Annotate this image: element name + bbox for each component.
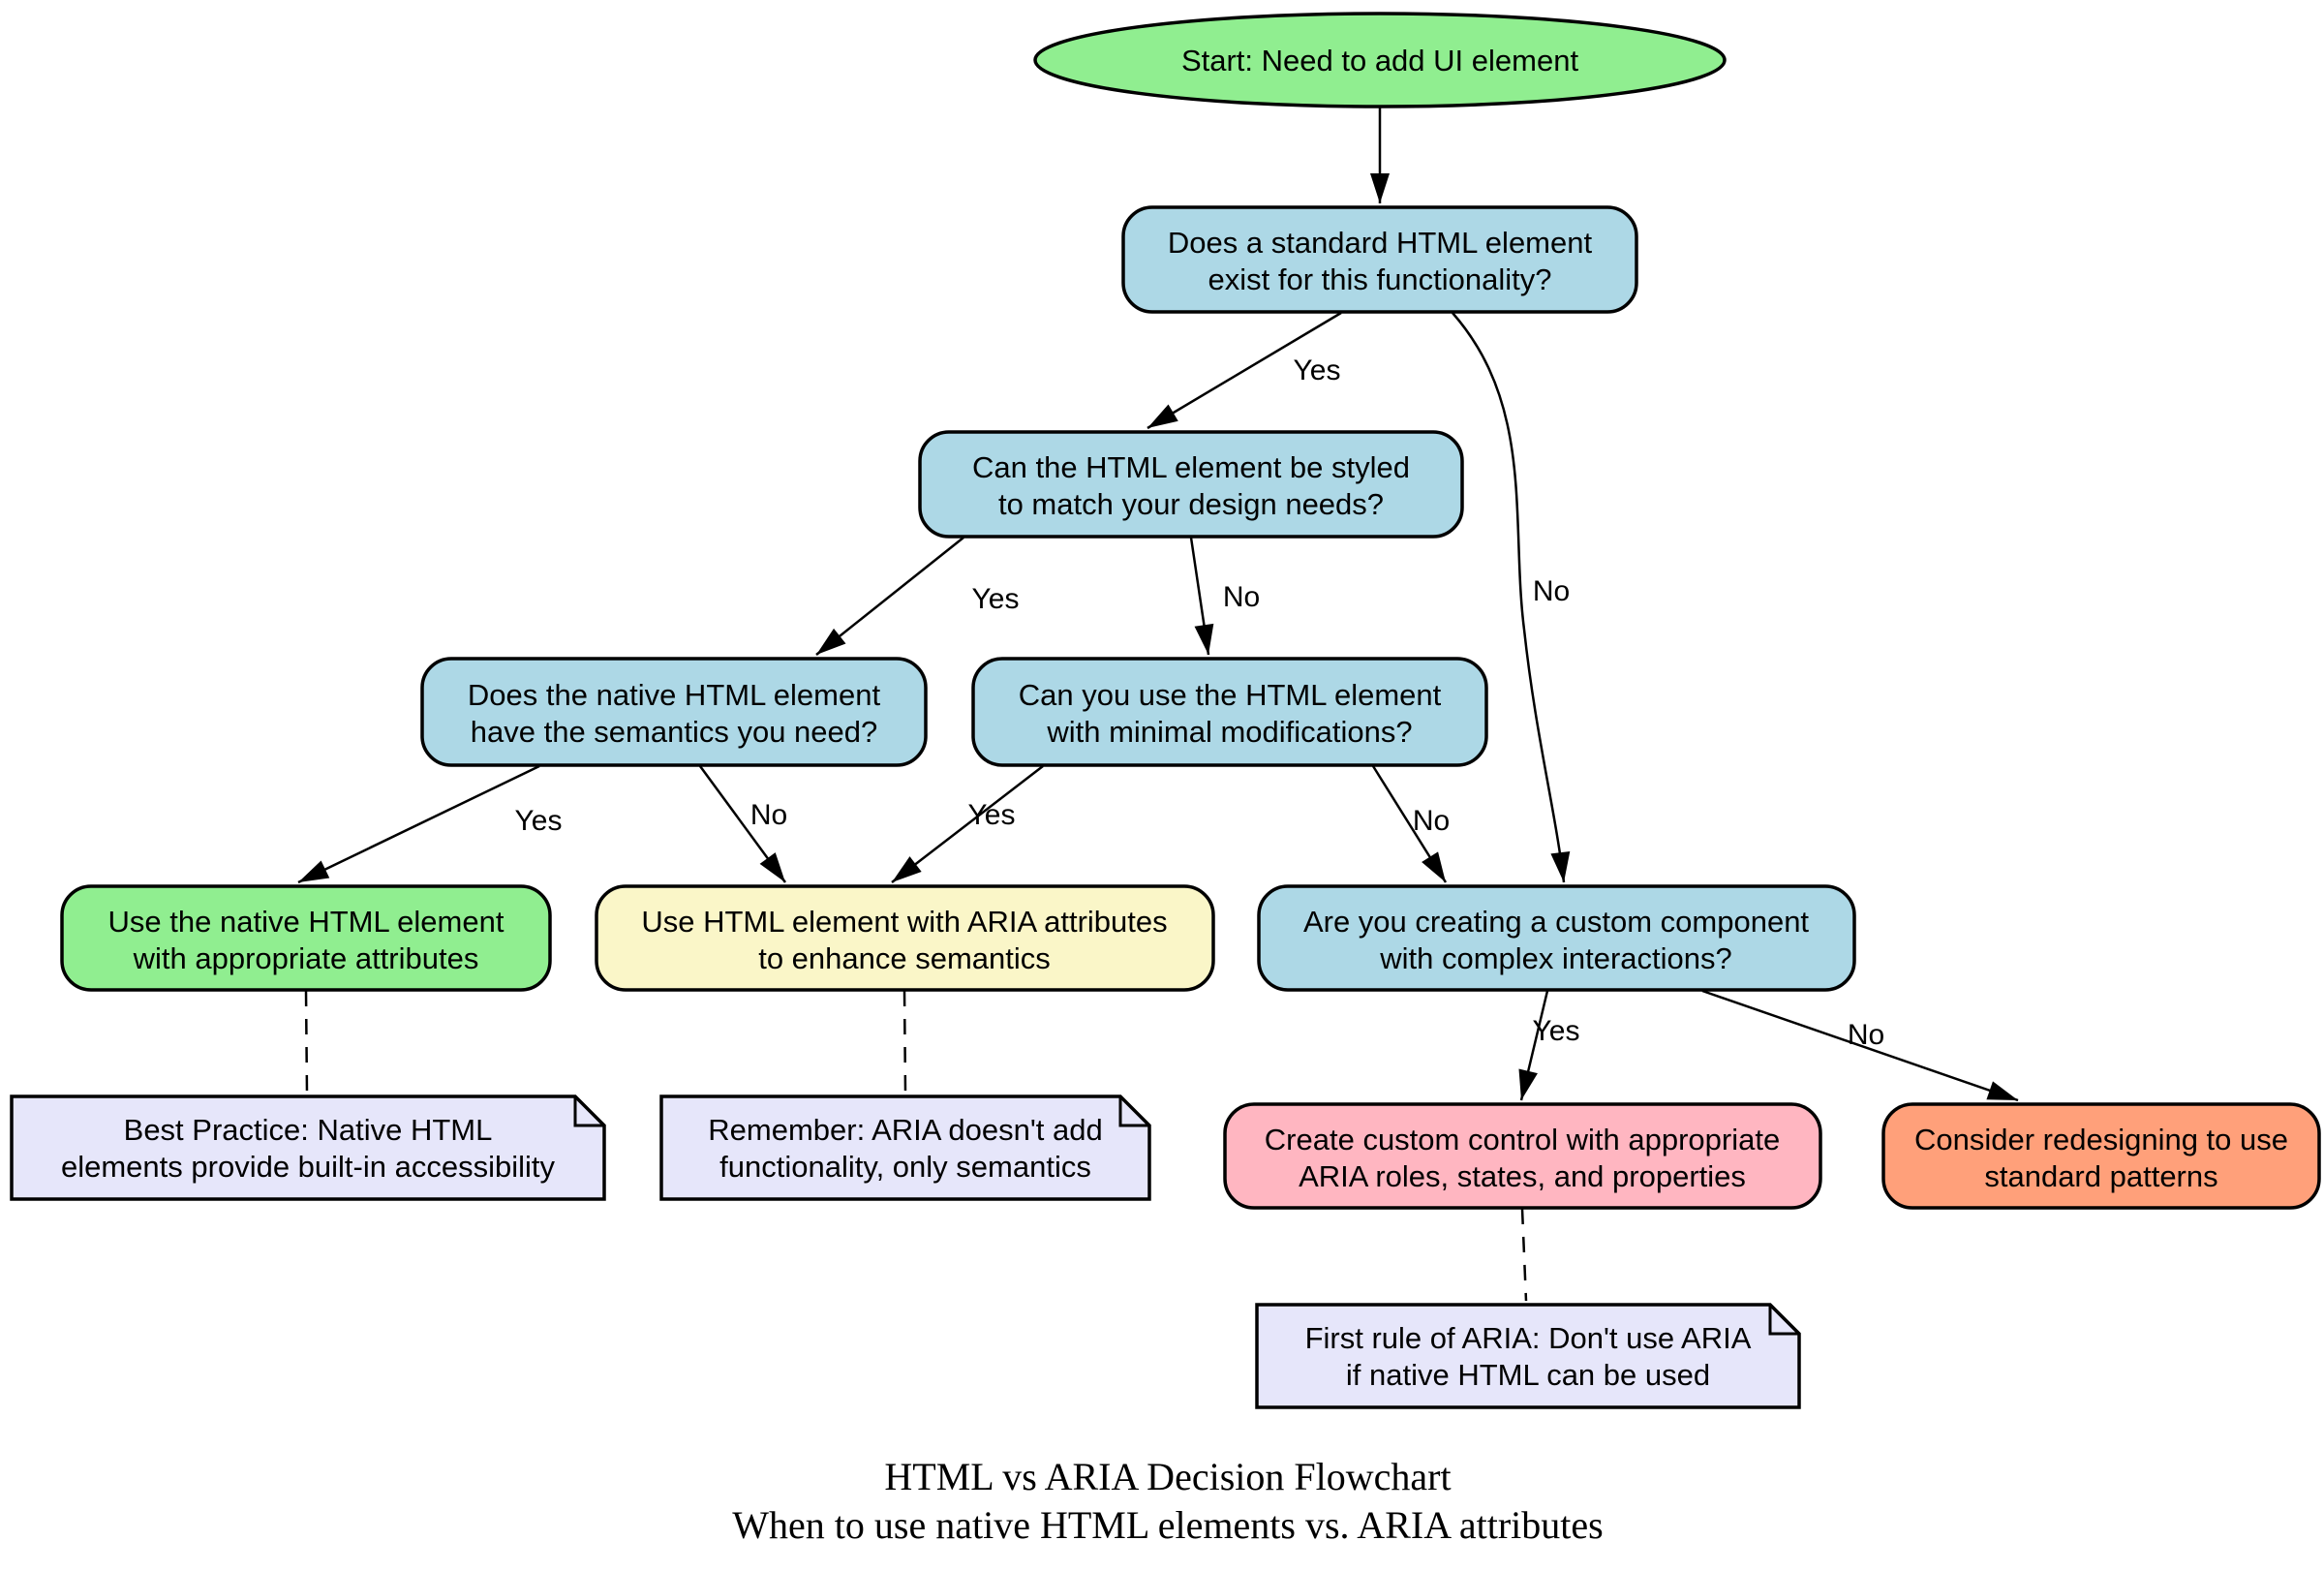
create-custom-line1: Create custom control with appropriate [1265, 1123, 1780, 1156]
note-remember-line1: Remember: ARIA doesn't add [708, 1113, 1102, 1147]
create-custom-line2: ARIA roles, states, and properties [1299, 1159, 1746, 1193]
use-aria-box [595, 884, 1215, 992]
q-custom-component-line1: Are you creating a custom component [1303, 905, 1809, 939]
start-label: Start: Need to add UI element [1181, 44, 1579, 77]
note-remember-line2: functionality, only semantics [719, 1150, 1091, 1184]
q-standard-exists-line2: exist for this functionality? [1208, 262, 1552, 296]
diagram-title-line2: When to use native HTML elements vs. ARI… [732, 1503, 1603, 1547]
redesign-box [1881, 1102, 2321, 1210]
q-semantics-line2: have the semantics you need? [471, 715, 878, 749]
q-standard-exists-line1: Does a standard HTML element [1168, 226, 1593, 260]
note-fold-icon [1118, 1096, 1149, 1127]
edge-style-no [1189, 537, 1214, 656]
edge-custom-yes [1518, 990, 1549, 1101]
edge-custom-no [1701, 989, 2019, 1102]
edge-style-yes [815, 537, 964, 656]
edge-label-style-no: No [1223, 581, 1260, 613]
q-minimal-mods-line2: with minimal modifications? [1046, 715, 1412, 749]
edge-label-style-yes: Yes [972, 583, 1020, 615]
node-q-custom-component: Are you creating a custom component with… [1257, 884, 1856, 992]
node-q-semantics: Does the native HTML element have the se… [420, 657, 928, 767]
note-best-practice: Best Practice: Native HTML elements prov… [10, 1094, 606, 1201]
node-use-aria: Use HTML element with ARIA attributes to… [595, 884, 1215, 992]
use-aria-line1: Use HTML element with ARIA attributes [641, 905, 1167, 939]
q-semantics-line1: Does the native HTML element [468, 678, 881, 712]
redesign-line2: standard patterns [1984, 1159, 2217, 1193]
use-native-line2: with appropriate attributes [133, 941, 479, 975]
q-can-style-line1: Can the HTML element be styled [972, 450, 1410, 484]
edge-label-standard-yes: Yes [1294, 354, 1341, 386]
q-standard-exists-box [1121, 205, 1638, 314]
start-ellipse [1033, 12, 1727, 108]
node-create-custom: Create custom control with appropriate A… [1223, 1102, 1822, 1210]
note-best-practice-line2: elements provide built-in accessibility [61, 1150, 556, 1184]
edge-semantics-yes [297, 764, 540, 884]
edge-semantics-no [698, 765, 787, 883]
node-q-standard-exists: Does a standard HTML element exist for t… [1121, 205, 1638, 314]
diagram-title-line1: HTML vs ARIA Decision Flowchart [884, 1455, 1451, 1498]
q-minimal-mods-box [971, 657, 1488, 767]
note-best-practice-shape [10, 1094, 606, 1201]
edge-minimal-no [1371, 765, 1448, 883]
edge-custom-to-note [1520, 1208, 1528, 1302]
q-custom-component-box [1257, 884, 1856, 992]
q-semantics-box [420, 657, 928, 767]
use-aria-line2: to enhance semantics [758, 941, 1051, 975]
edge-label-custom-no: No [1848, 1019, 1884, 1051]
q-can-style-box [918, 430, 1464, 539]
q-can-style-line2: to match your design needs? [998, 487, 1384, 521]
edge-label-semantics-no: No [750, 799, 787, 831]
q-minimal-mods-line1: Can you use the HTML element [1019, 678, 1442, 712]
edge-label-standard-no: No [1533, 575, 1570, 607]
node-start: Start: Need to add UI element [1033, 12, 1727, 108]
edge-standard-yes [1147, 311, 1342, 430]
edge-label-custom-yes: Yes [1533, 1015, 1580, 1047]
edge-aria-to-note [902, 990, 907, 1094]
edge-label-minimal-yes: Yes [968, 799, 1016, 831]
note-first-rule-line2: if native HTML can be used [1346, 1358, 1710, 1392]
note-best-practice-line1: Best Practice: Native HTML [124, 1113, 493, 1147]
use-native-box [60, 884, 552, 992]
edge-label-minimal-no: No [1413, 805, 1450, 837]
node-q-minimal-mods: Can you use the HTML element with minima… [971, 657, 1488, 767]
edges-layer: Yes No Yes No Yes No Yes No Yes No [297, 108, 2019, 1302]
note-first-rule-shape [1255, 1303, 1801, 1409]
node-redesign: Consider redesigning to use standard pat… [1881, 1102, 2321, 1210]
redesign-line1: Consider redesigning to use [1914, 1123, 2288, 1156]
node-q-can-style: Can the HTML element be styled to match … [918, 430, 1464, 539]
note-first-rule: First rule of ARIA: Don't use ARIA if na… [1255, 1303, 1801, 1409]
edge-standard-no [1452, 312, 1571, 883]
note-remember-shape [659, 1094, 1151, 1201]
note-fold-icon [573, 1096, 604, 1127]
note-first-rule-line1: First rule of ARIA: Don't use ARIA [1305, 1321, 1752, 1355]
note-remember: Remember: ARIA doesn't add functionality… [659, 1094, 1151, 1201]
diagram-title: HTML vs ARIA Decision Flowchart When to … [732, 1455, 1603, 1547]
use-native-line1: Use the native HTML element [108, 905, 505, 939]
edge-label-semantics-yes: Yes [515, 805, 563, 837]
edge-minimal-yes [891, 765, 1044, 883]
note-fold-icon [1768, 1305, 1799, 1336]
create-custom-box [1223, 1102, 1822, 1210]
node-use-native: Use the native HTML element with appropr… [60, 884, 552, 992]
q-custom-component-line2: with complex interactions? [1379, 941, 1732, 975]
edge-native-to-note [304, 990, 309, 1094]
